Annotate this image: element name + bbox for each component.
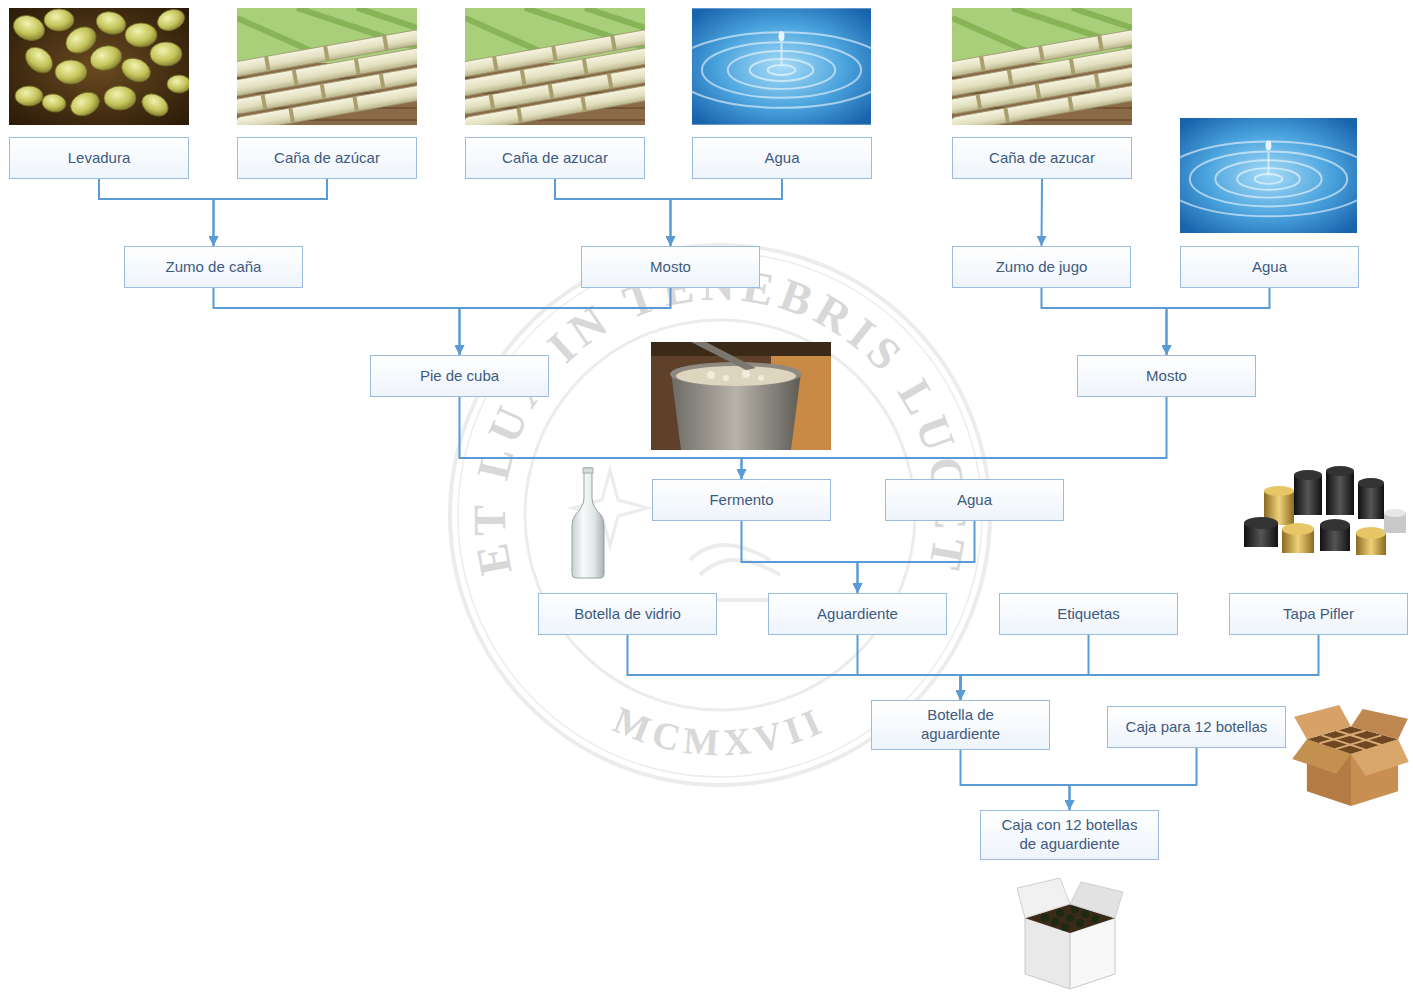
seal-book bbox=[690, 545, 800, 600]
water-photo bbox=[672, 8, 891, 124]
box-label: Mosto bbox=[1086, 367, 1247, 386]
box-label: Etiquetas bbox=[1008, 605, 1169, 624]
connector-arrow bbox=[214, 288, 460, 355]
connector-arrow bbox=[961, 635, 1089, 700]
component-box: Tapa Pifler bbox=[1229, 593, 1408, 635]
connector-arrow bbox=[99, 179, 214, 246]
box-label: Zumo de caña bbox=[133, 258, 294, 277]
component-box: Aguardiente bbox=[768, 593, 947, 635]
component-box: Agua bbox=[1180, 246, 1359, 288]
component-box: Levadura bbox=[9, 137, 189, 179]
connector-arrow bbox=[1042, 288, 1167, 355]
box-label: Botella de aguardiente bbox=[900, 706, 1021, 744]
component-box: Fermento bbox=[652, 479, 831, 521]
component-box: Mosto bbox=[581, 246, 760, 288]
component-box: Agua bbox=[692, 137, 872, 179]
component-box: Mosto bbox=[1077, 355, 1256, 397]
watermark-text: MCMXVII bbox=[608, 698, 832, 764]
connector-arrow bbox=[742, 521, 858, 593]
component-box: Caja para 12 botellas bbox=[1107, 706, 1286, 748]
connector-arrow bbox=[460, 288, 671, 355]
box-label: Caja para 12 botellas bbox=[1116, 718, 1277, 737]
component-box: Agua bbox=[885, 479, 1064, 521]
connector-arrow bbox=[858, 521, 975, 593]
component-box: Caña de azúcar bbox=[237, 137, 417, 179]
connector-arrow bbox=[961, 635, 1319, 700]
connector-arrow bbox=[555, 179, 671, 246]
water-photo bbox=[1160, 118, 1376, 233]
connector-arrow bbox=[214, 179, 328, 246]
empty-box-photo bbox=[1292, 705, 1409, 806]
box-label: Mosto bbox=[590, 258, 751, 277]
connector-arrow bbox=[628, 635, 961, 700]
connector-arrow bbox=[742, 397, 1167, 479]
box-label: Caja con 12 botellas de aguardiente bbox=[995, 816, 1144, 854]
watermark-text: ET LUX IN TENEBRIS LUCET bbox=[464, 259, 976, 579]
glass-bottle-photo bbox=[572, 468, 604, 578]
component-box: Botella de aguardiente bbox=[871, 700, 1050, 750]
filled-box-photo bbox=[1017, 878, 1123, 989]
connector-arrow bbox=[671, 179, 783, 246]
box-label: Aguardiente bbox=[777, 605, 938, 624]
box-label: Fermento bbox=[661, 491, 822, 510]
component-box: Caña de azucar bbox=[465, 137, 645, 179]
yeast-photo bbox=[9, 6, 191, 125]
sugarcane-photo bbox=[225, 8, 434, 133]
connector-arrow bbox=[961, 750, 1070, 810]
box-label: Caña de azúcar bbox=[246, 149, 408, 168]
sugarcane-photo bbox=[453, 8, 662, 133]
connector-arrow bbox=[460, 397, 742, 479]
bottle-caps-photo bbox=[1234, 463, 1410, 583]
box-label: Pie de cuba bbox=[379, 367, 540, 386]
sugarcane-photo bbox=[940, 8, 1149, 133]
box-label: Levadura bbox=[18, 149, 180, 168]
box-label: Agua bbox=[894, 491, 1055, 510]
box-label: Zumo de jugo bbox=[961, 258, 1122, 277]
connector-arrow bbox=[1070, 748, 1197, 810]
connector-arrow bbox=[1041, 179, 1044, 246]
component-box: Pie de cuba bbox=[370, 355, 549, 397]
connector-arrow bbox=[858, 635, 961, 700]
component-box: Zumo de caña bbox=[124, 246, 303, 288]
box-label: Tapa Pifler bbox=[1238, 605, 1399, 624]
component-box: Caña de azucar bbox=[952, 137, 1132, 179]
box-label: Agua bbox=[701, 149, 863, 168]
box-label: Caña de azucar bbox=[961, 149, 1123, 168]
fermentation-photo bbox=[651, 342, 831, 450]
box-label: Caña de azucar bbox=[474, 149, 636, 168]
component-box: Zumo de jugo bbox=[952, 246, 1131, 288]
component-box: Etiquetas bbox=[999, 593, 1178, 635]
connector-arrow bbox=[1167, 288, 1270, 355]
box-label: Agua bbox=[1189, 258, 1350, 277]
component-box: Botella de vidrio bbox=[538, 593, 717, 635]
component-box: Caja con 12 botellas de aguardiente bbox=[980, 810, 1159, 860]
box-label: Botella de vidrio bbox=[547, 605, 708, 624]
